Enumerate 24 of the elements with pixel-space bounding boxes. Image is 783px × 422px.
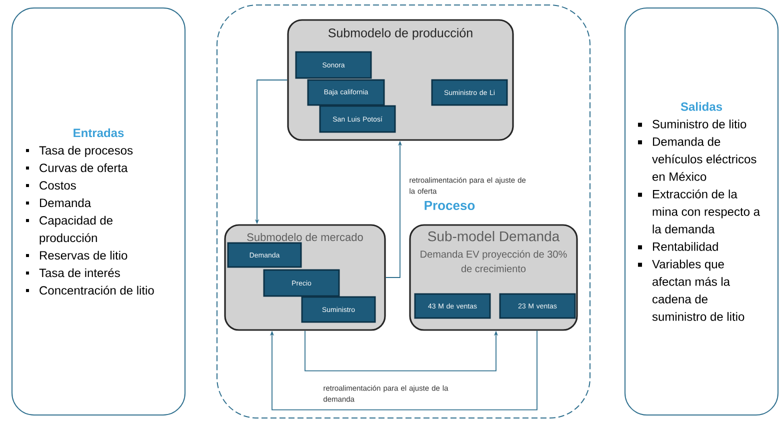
list-item: Demanda (26, 198, 92, 208)
list-item: Variables que afectan más la cadena de suministro de litio (638, 260, 744, 321)
list-item: Demanda de vehículos eléctricos en México (638, 137, 756, 181)
list-item: Suministro de litio (638, 120, 746, 128)
list-item: Concentración de litio (26, 286, 154, 295)
description: Demanda EV proyección de 30% de crecimiento (420, 250, 567, 272)
rounded-panel (12, 8, 186, 416)
rounded-panel (624, 8, 778, 416)
heading: Entradas (74, 128, 124, 138)
list-item: Reservas de litio (26, 250, 128, 260)
dashed-region (216, 4, 590, 418)
list-item: Extracción de la mina con respecto a la demanda (638, 189, 760, 234)
arrow (270, 330, 538, 410)
list-item: Rentabilidad (638, 242, 718, 251)
heading: Salidas (680, 102, 722, 111)
list-item: Curvas de oferta (26, 163, 128, 172)
list-item: Costos (26, 181, 76, 190)
heading: Proceso (424, 200, 475, 210)
list-item: Tasa de procesos (26, 146, 133, 158)
heading: Submodelo de producción (328, 28, 472, 40)
list-item: Tasa de interés (26, 268, 120, 278)
heading: Submodelo de mercado (247, 233, 363, 242)
heading: Sub-model Demanda (428, 231, 560, 242)
list-item: Capacidad de producción (26, 216, 112, 245)
